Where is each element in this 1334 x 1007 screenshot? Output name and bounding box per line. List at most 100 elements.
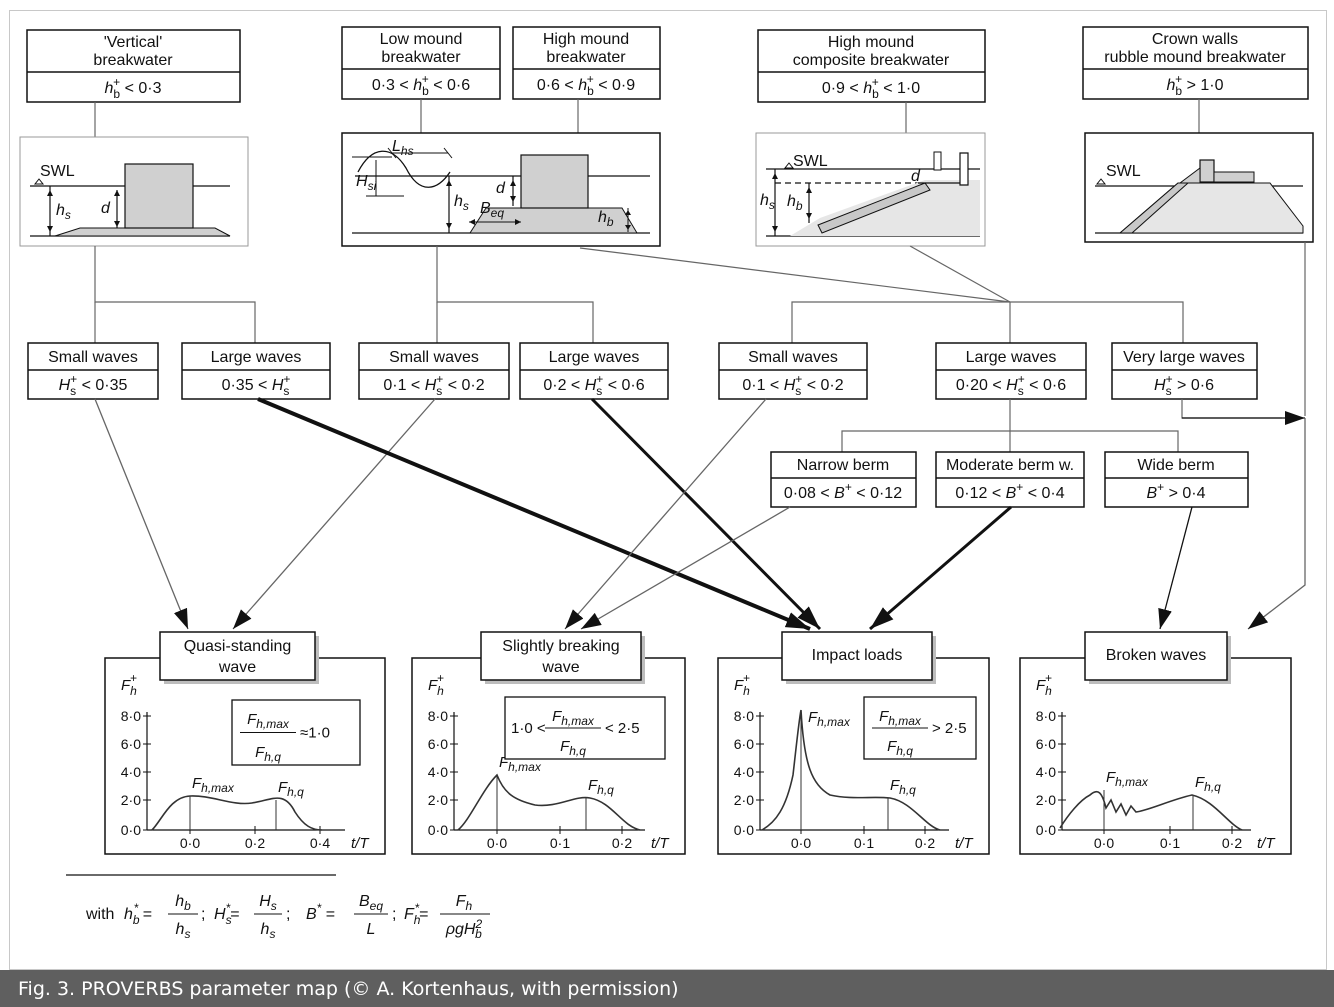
outcome-arrows: [94, 397, 1306, 631]
y-tick-label: 0·0: [734, 822, 754, 838]
wave-label: Large waves: [966, 349, 1057, 366]
outcome-title-box: [480, 631, 642, 681]
ratio-right: > 2·5: [932, 720, 967, 737]
wave-label: Large waves: [549, 349, 640, 366]
header-sketch-connectors: [94, 99, 1200, 137]
x-tick-label: 0·0: [791, 835, 811, 851]
sketch-vertical-breakwater: SWL hs d: [19, 136, 249, 247]
wave-label: Small waves: [389, 349, 479, 366]
ratio-right: ≈1·0: [300, 725, 330, 742]
y-axis-label: Fh+: [121, 671, 137, 698]
x-axis-label: t/T: [351, 835, 370, 852]
structure-high-mound: High mound breakwater 0·6 < hb+ < 0·9: [512, 26, 661, 100]
structure-vertical: 'Vertical' breakwater hb+ < 0·3: [26, 29, 241, 103]
d-label: d: [911, 168, 921, 185]
hs-label: hs: [56, 202, 71, 222]
y-tick-label: 4·0: [734, 764, 754, 780]
figure-caption: Fig. 3. PROVERBS parameter map (© A. Kor…: [18, 978, 679, 1000]
x-tick-label: 0·2: [245, 835, 265, 851]
y-axis-label: Fh+: [734, 671, 750, 698]
berm-box: Moderate berm w. 0·12 < B+ < 0·4: [935, 451, 1085, 508]
force-curve: [151, 795, 323, 831]
outcome-title: Impact loads: [812, 647, 903, 664]
y-tick-label: 2·0: [734, 792, 754, 808]
legend-b-den: L: [367, 921, 376, 938]
y-tick-label: 0·0: [1036, 822, 1056, 838]
legend-hb-num: hb: [175, 893, 191, 913]
hsi-label: Hsi: [356, 173, 377, 193]
berm-label: Narrow berm: [797, 457, 889, 474]
x-tick-label: 0·1: [854, 835, 874, 851]
x-tick-label: 0·4: [310, 835, 330, 851]
structure-title: 'Vertical': [104, 34, 163, 51]
y-tick-label: 8·0: [121, 708, 141, 724]
force-curve: [1059, 791, 1243, 831]
figure-caption-bar: Fig. 3. PROVERBS parameter map (© A. Kor…: [0, 970, 1334, 1007]
structure-condition: 0·6 < hb+ < 0·9: [537, 72, 635, 98]
structure-title: breakwater: [93, 52, 173, 69]
x-tick-label: 0·1: [1160, 835, 1180, 851]
y-tick-label: 2·0: [1036, 792, 1056, 808]
ratio-right: < 2·5: [605, 720, 640, 737]
y-tick-label: 2·0: [428, 792, 448, 808]
outcome-title: Slightly breaking: [502, 638, 619, 655]
outcome-title-box: [781, 631, 933, 681]
berm-condition: 0·08 < B+ < 0·12: [784, 480, 902, 502]
outcome-title: wave: [541, 659, 579, 676]
lhs-label: Lhs: [392, 138, 414, 158]
swl-label: SWL: [40, 163, 75, 180]
d-label: d: [101, 200, 111, 217]
legend-hs-den: hs: [261, 921, 276, 941]
berm-box: Wide berm B+ > 0·4: [1104, 451, 1249, 508]
outcome-title: wave: [218, 659, 256, 676]
x-axis-label: t/T: [955, 835, 974, 852]
outcome-title-box: [159, 631, 316, 681]
wave-condition: 0·35 < Hs+: [222, 372, 291, 398]
structure-title: Low mound: [380, 31, 463, 48]
wave-box: Large waves 0·2 < Hs+ < 0·6: [519, 342, 669, 400]
outcome-panel: Slightly breakingwaveFh+8·06·04·02·00·00…: [411, 631, 686, 855]
structure-condition: 0·9 < hb+ < 1·0: [822, 75, 920, 101]
legend-b-lhs: B* =: [306, 901, 335, 923]
beq-label: Beq: [480, 200, 504, 220]
x-tick-label: 0·0: [487, 835, 507, 851]
y-tick-label: 4·0: [428, 764, 448, 780]
legend-hb-lhs: hb* =: [124, 901, 152, 927]
structure-condition: hb+ < 0·3: [105, 75, 162, 101]
y-tick-label: 0·0: [428, 822, 448, 838]
structure-low-mound: Low mound breakwater 0·3 < hb+ < 0·6: [341, 26, 501, 100]
y-tick-label: 8·0: [734, 708, 754, 724]
d-label: d: [496, 180, 506, 197]
y-tick-label: 6·0: [734, 736, 754, 752]
outcome-frame: [1019, 657, 1292, 855]
y-tick-label: 4·0: [1036, 764, 1056, 780]
wave-box: Small waves Hs+ < 0·35: [27, 342, 159, 400]
wave-condition: 0·2 < Hs+ < 0·6: [543, 372, 644, 398]
hs-label: hs: [454, 193, 469, 213]
y-tick-label: 6·0: [428, 736, 448, 752]
wave-berm-connectors: [841, 399, 1282, 452]
berm-label: Wide berm: [1137, 457, 1214, 474]
wave-condition: 0·1 < Hs+ < 0·2: [383, 372, 484, 398]
berm-condition: 0·12 < B+ < 0·4: [955, 480, 1064, 502]
structure-title: composite breakwater: [793, 52, 950, 69]
force-curve: [457, 773, 641, 831]
y-tick-label: 4·0: [121, 764, 141, 780]
y-tick-label: 0·0: [121, 822, 141, 838]
x-tick-label: 0·0: [1094, 835, 1114, 851]
structure-title: breakwater: [546, 49, 626, 66]
x-tick-label: 0·2: [612, 835, 632, 851]
structure-condition: hb+ > 1·0: [1167, 72, 1224, 98]
wave-condition: Hs+ < 0·35: [59, 372, 128, 398]
legend-hb-den: hs: [176, 921, 191, 941]
berm-label: Moderate berm w.: [946, 457, 1074, 474]
hs-label: hs: [760, 192, 775, 212]
legend-hs-lhs: Hs*=: [214, 901, 240, 927]
wave-label: Small waves: [748, 349, 838, 366]
y-tick-label: 8·0: [1036, 708, 1056, 724]
